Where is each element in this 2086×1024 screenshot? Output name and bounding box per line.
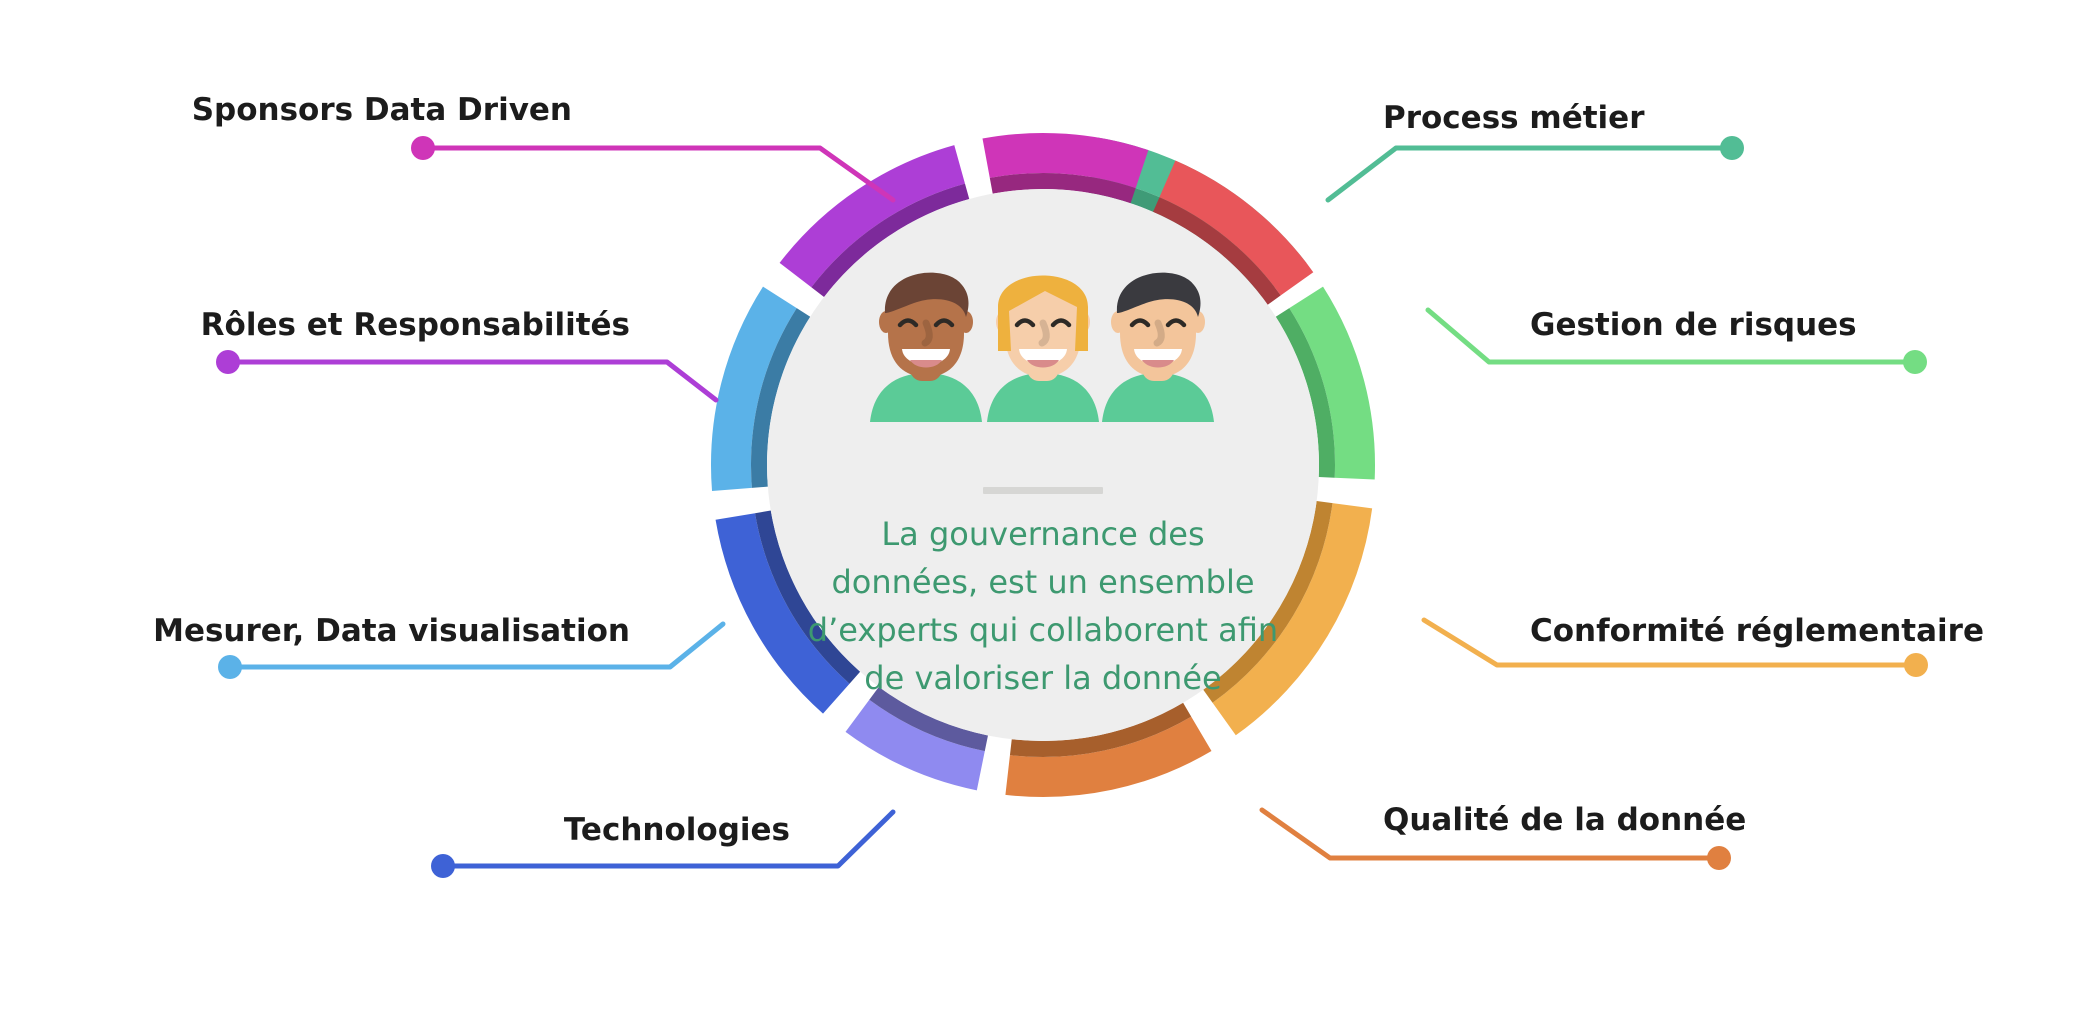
callout-dot-technologies[interactable] bbox=[431, 854, 455, 878]
segment-band-outer-technologies bbox=[715, 513, 850, 714]
avatar-woman-blonde bbox=[987, 275, 1099, 422]
segment-band-shadow-mesurer-dataviz bbox=[751, 308, 811, 488]
avatar-hair bbox=[998, 275, 1088, 351]
avatar-nose bbox=[921, 319, 933, 347]
avatar-eye-left bbox=[1014, 318, 1036, 328]
callout-technologies[interactable]: Technologies bbox=[431, 809, 896, 878]
avatar-shirt bbox=[987, 373, 1099, 422]
ring-segment-gestion-de-risques[interactable] bbox=[1275, 286, 1375, 480]
callout-connector-gestion-de-risques bbox=[1425, 307, 1918, 365]
callout-dot-sponsors-data-driven[interactable] bbox=[411, 136, 435, 160]
avatar-eye-left bbox=[897, 318, 919, 328]
callout-connector-process-metier bbox=[1325, 145, 1735, 203]
avatar-nose bbox=[1153, 319, 1165, 347]
avatar-man-dark-hair-brown-skin bbox=[870, 272, 982, 422]
avatar-hair bbox=[1116, 272, 1201, 317]
segment-band-outer-sponsors-data-driven bbox=[982, 132, 1149, 189]
ring-segment-conformite[interactable] bbox=[1203, 501, 1373, 736]
ring-segment-roles-responsabilites[interactable] bbox=[779, 145, 970, 297]
ring-segment-sponsors-data-driven[interactable] bbox=[982, 132, 1149, 204]
center-paragraph: La gouvernance des données, est un ensemb… bbox=[808, 515, 1278, 697]
segment-band-outer-gestion-de-risques bbox=[1289, 286, 1375, 480]
avatar-eye-right bbox=[1050, 318, 1072, 328]
ring-segment-mesurer-dataviz[interactable] bbox=[710, 286, 811, 492]
callout-connector-sponsors-data-driven bbox=[420, 145, 896, 203]
center-paragraph-line: données, est un ensemble bbox=[831, 563, 1254, 601]
callout-label-sponsors-data-driven: Sponsors Data Driven bbox=[192, 92, 572, 128]
callout-mesurer-dataviz[interactable]: Mesurer, Data visualisation bbox=[153, 613, 726, 679]
callout-label-roles-responsabilites: Rôles et Responsabilités bbox=[201, 307, 630, 343]
callout-label-process-metier: Process métier bbox=[1383, 100, 1645, 136]
callout-sponsors-data-driven[interactable]: Sponsors Data Driven bbox=[192, 92, 896, 203]
callout-connector-conformite bbox=[1421, 617, 1919, 668]
callout-conformite[interactable]: Conformité réglementaire bbox=[1421, 613, 1984, 677]
segment-band-outer-qualite-de-la-donnee bbox=[1005, 716, 1212, 797]
avatar-tongue bbox=[1142, 360, 1174, 368]
callout-dot-process-metier[interactable] bbox=[1720, 136, 1744, 160]
callout-label-gestion-de-risques: Gestion de risques bbox=[1530, 307, 1857, 343]
avatar-tongue bbox=[1027, 360, 1059, 368]
segment-band-shadow-roles-responsabilites bbox=[811, 183, 970, 297]
ring-segment-technologies[interactable] bbox=[715, 510, 861, 714]
segment-band-outer-roles-responsabilites bbox=[779, 145, 965, 288]
callout-connector-technologies bbox=[440, 809, 896, 869]
segment-band-shadow-technologies bbox=[755, 510, 861, 684]
segment-band-shadow-qualite-de-la-donnee bbox=[1009, 702, 1192, 757]
avatar-man-black-hair bbox=[1102, 272, 1214, 422]
callout-dot-qualite-de-la-donnee[interactable] bbox=[1707, 846, 1731, 870]
callout-label-conformite: Conformité réglementaire bbox=[1530, 613, 1984, 649]
callout-label-qualite-de-la-donnee: Qualité de la donnée bbox=[1383, 802, 1746, 838]
avatar-hair bbox=[884, 272, 969, 317]
avatars-group bbox=[870, 272, 1214, 422]
center-paragraph-line: d’experts qui collaborent afin bbox=[808, 611, 1278, 649]
callout-label-mesurer-dataviz: Mesurer, Data visualisation bbox=[153, 613, 630, 649]
ring-segment-unlabeled-periwinkle[interactable] bbox=[845, 686, 988, 791]
avatar-shirt bbox=[1102, 373, 1214, 422]
segment-band-shadow-unlabeled-red bbox=[1153, 197, 1281, 305]
callout-dot-conformite[interactable] bbox=[1904, 653, 1928, 677]
callout-process-metier[interactable]: Process métier bbox=[1325, 100, 1744, 203]
avatar-eye-right bbox=[933, 318, 955, 328]
callout-qualite-de-la-donnee[interactable]: Qualité de la donnée bbox=[1259, 802, 1746, 870]
segment-band-outer-unlabeled-red bbox=[1159, 160, 1314, 296]
avatar-eye-right bbox=[1165, 318, 1187, 328]
segment-band-shadow-conformite bbox=[1203, 501, 1333, 703]
callout-gestion-de-risques[interactable]: Gestion de risques bbox=[1425, 307, 1927, 374]
center-divider bbox=[983, 487, 1103, 494]
center-paragraph-line: de valoriser la donnée bbox=[864, 659, 1221, 697]
segment-band-outer-conformite bbox=[1212, 503, 1373, 736]
avatar-eye-left bbox=[1129, 318, 1151, 328]
segment-band-outer-unlabeled-periwinkle bbox=[845, 699, 985, 791]
callout-connector-mesurer-dataviz bbox=[227, 621, 726, 670]
callout-dot-mesurer-dataviz[interactable] bbox=[218, 655, 242, 679]
segment-band-outer-mesurer-dataviz bbox=[710, 286, 797, 492]
avatar-tongue bbox=[910, 360, 942, 368]
callout-dot-roles-responsabilites[interactable] bbox=[216, 350, 240, 374]
segment-band-shadow-sponsors-data-driven bbox=[989, 172, 1136, 204]
avatar-nose bbox=[1038, 319, 1050, 347]
callout-connector-qualite-de-la-donnee bbox=[1259, 807, 1722, 861]
avatar-shirt bbox=[870, 373, 982, 422]
center-paragraph-line: La gouvernance des bbox=[881, 515, 1204, 553]
ring-segments-group bbox=[710, 132, 1375, 797]
segment-band-shadow-unlabeled-periwinkle bbox=[869, 686, 988, 752]
callout-roles-responsabilites[interactable]: Rôles et Responsabilités bbox=[201, 307, 719, 403]
callout-label-technologies: Technologies bbox=[564, 812, 790, 848]
ring-segment-qualite-de-la-donnee[interactable] bbox=[1005, 702, 1212, 797]
callout-dot-gestion-de-risques[interactable] bbox=[1903, 350, 1927, 374]
ring-segment-unlabeled-red[interactable] bbox=[1153, 160, 1314, 305]
callout-connector-roles-responsabilites bbox=[225, 359, 719, 403]
segment-band-shadow-gestion-de-risques bbox=[1275, 308, 1335, 478]
